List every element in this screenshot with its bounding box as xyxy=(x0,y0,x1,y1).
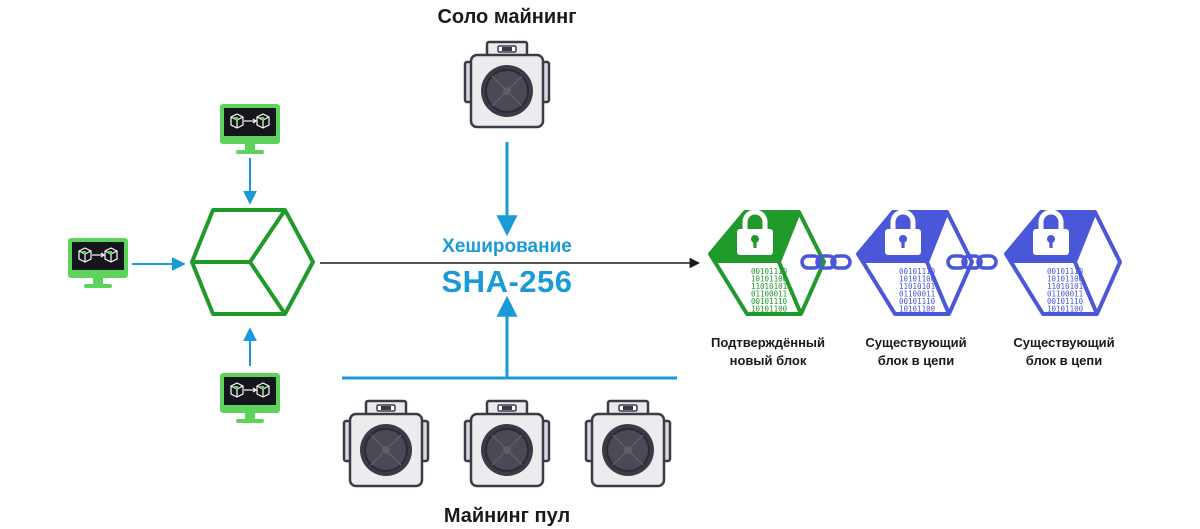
asic-miner-icon-pool-2 xyxy=(463,399,551,488)
computer-monitor-icon-left xyxy=(67,237,129,289)
asic-miner-icon-solo xyxy=(463,40,551,129)
hashing-title: Хеширование xyxy=(442,236,572,257)
computer-monitor-icon-bottom xyxy=(219,372,281,424)
block-label-new: Подтверждённый новый блок xyxy=(710,335,826,368)
computer-monitor-icon-top xyxy=(219,103,281,155)
transaction-cube-icon xyxy=(190,208,315,316)
block-label-existing-1: Существующий блок в цепи xyxy=(865,335,967,368)
solo-mining-title: Соло майнинг xyxy=(437,6,577,28)
block-label-existing-2: Существующий блок в цепи xyxy=(1013,335,1115,368)
asic-miner-icon-pool-1 xyxy=(342,399,430,488)
hash-algorithm-label: SHA-256 xyxy=(441,264,573,299)
mining-pool-title: Майнинг пул xyxy=(443,505,571,527)
asic-miner-icon-pool-3 xyxy=(584,399,672,488)
